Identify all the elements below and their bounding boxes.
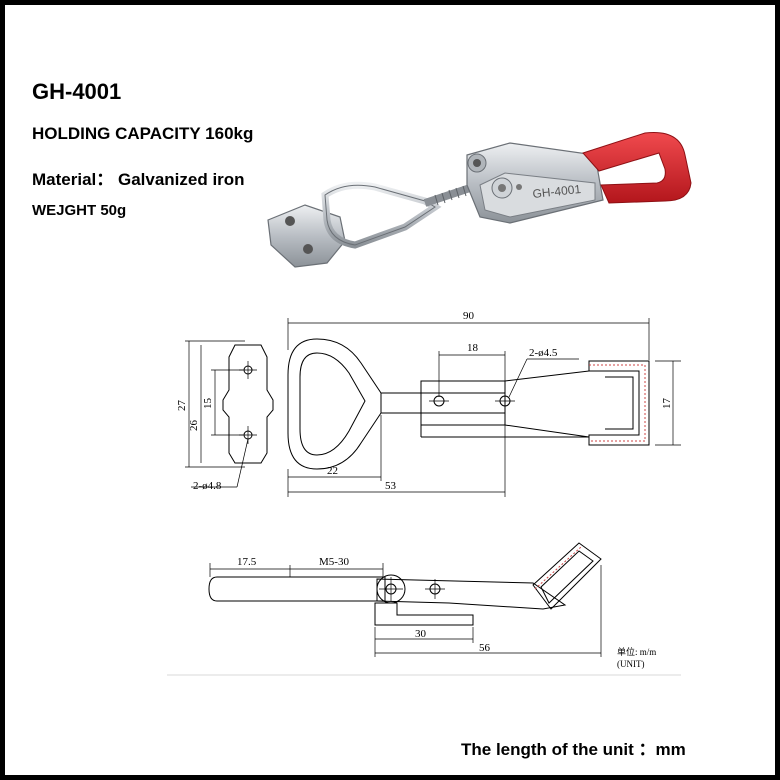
product-marking: GH-4001 [532, 182, 582, 201]
dim-holes-left: 2-ø4.8 [193, 480, 222, 492]
dim-hole-spacing: 15 [202, 398, 214, 410]
dim-height-outer: 27 [176, 400, 188, 412]
dim-height-inner: 26 [188, 420, 200, 432]
material: Material： Galvanized iron [32, 170, 245, 189]
dim-thread: M5-30 [319, 556, 349, 568]
top-view: 90 18 2-ø4.5 27 26 [176, 310, 681, 497]
unit-label-en: (UNIT) [617, 659, 645, 669]
technical-drawing: 90 18 2-ø4.5 27 26 [167, 310, 681, 676]
unit-note: The length of the unit ：mm [461, 740, 686, 759]
model-number: GH-4001 [32, 79, 122, 104]
dim-holes-right: 2-ø4.5 [529, 347, 558, 359]
unit-label-cn: 单位: m/m [617, 646, 656, 657]
dim-total-to-pivot: 53 [385, 480, 397, 492]
holding-capacity: HOLDING CAPACITY 160kg [32, 124, 254, 143]
dim-hook-height: 17 [661, 398, 673, 410]
dim-slot-spacing: 18 [467, 342, 479, 354]
dim-overall-length: 90 [463, 310, 475, 322]
side-view: 17.5 M5-30 30 56 [167, 542, 681, 676]
dim-reach: 56 [479, 642, 491, 654]
product-photo: GH-4001 [267, 131, 692, 268]
dim-base: 30 [415, 628, 427, 640]
dim-loop-length: 22 [327, 465, 338, 477]
dim-tail: 17.5 [237, 556, 257, 568]
weight: WEJGHT 50g [32, 202, 127, 219]
